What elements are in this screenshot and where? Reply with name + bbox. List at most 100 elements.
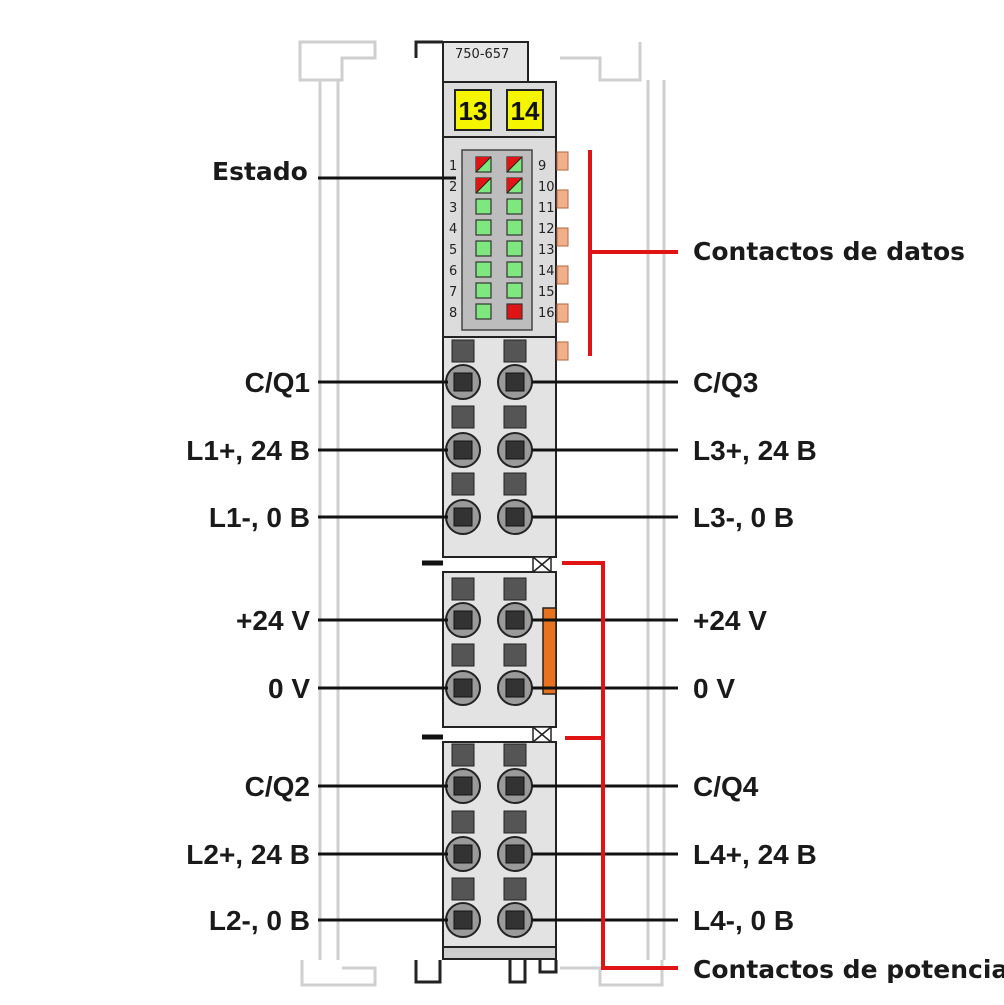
release-slot[interactable] xyxy=(451,405,475,429)
badge-14-text: 14 xyxy=(511,96,540,126)
release-slot[interactable] xyxy=(503,405,527,429)
data-contact xyxy=(556,227,569,247)
led-9 xyxy=(506,156,523,173)
power-contacts-label: Contactos de potencia xyxy=(693,955,1004,984)
terminal-clamp[interactable] xyxy=(497,602,533,638)
right-terminal-label: +24 V xyxy=(693,605,767,636)
right-terminal-label: L3-, 0 B xyxy=(693,502,794,533)
left-terminal-label: +24 V xyxy=(236,605,310,636)
terminal-clamp[interactable] xyxy=(445,768,481,804)
release-slot[interactable] xyxy=(503,472,527,496)
led-7 xyxy=(475,282,492,299)
release-slot[interactable] xyxy=(451,810,475,834)
led-6 xyxy=(475,261,492,278)
terminal-clamp[interactable] xyxy=(445,670,481,706)
led-13 xyxy=(506,240,523,257)
terminal-clamp[interactable] xyxy=(497,499,533,535)
power-jumper-contact xyxy=(542,607,557,695)
left-terminal-label: L2+, 24 B xyxy=(186,839,310,870)
release-slot[interactable] xyxy=(503,877,527,901)
terminal-clamp[interactable] xyxy=(497,836,533,872)
release-slot[interactable] xyxy=(503,643,527,667)
release-slot[interactable] xyxy=(451,472,475,496)
led-3 xyxy=(475,198,492,215)
led-8 xyxy=(475,303,492,320)
release-slot[interactable] xyxy=(503,339,527,363)
power-contacts-leader xyxy=(562,561,678,970)
release-slot[interactable] xyxy=(503,810,527,834)
right-terminal-label: C/Q3 xyxy=(693,367,758,398)
terminal-clamp[interactable] xyxy=(497,768,533,804)
terminal-clamp[interactable] xyxy=(497,364,533,400)
release-slot[interactable] xyxy=(503,577,527,601)
led-15 xyxy=(506,282,523,299)
badge-14: 14 xyxy=(506,89,544,131)
data-contact xyxy=(556,189,569,209)
release-slot[interactable] xyxy=(451,577,475,601)
terminal-clamp[interactable] xyxy=(497,670,533,706)
left-terminal-label: L2-, 0 B xyxy=(209,905,310,936)
left-terminal-label: L1-, 0 B xyxy=(209,502,310,533)
led-number: 6 xyxy=(449,264,457,279)
data-contacts-label: Contactos de datos xyxy=(693,237,965,266)
led-number: 12 xyxy=(538,222,555,237)
led-number: 9 xyxy=(538,159,546,174)
led-14 xyxy=(506,261,523,278)
terminal-clamp[interactable] xyxy=(445,364,481,400)
data-contact xyxy=(556,151,569,171)
terminal-clamp[interactable] xyxy=(445,836,481,872)
right-terminal-label: L3+, 24 B xyxy=(693,435,817,466)
led-number: 13 xyxy=(538,243,555,258)
data-contact xyxy=(556,303,569,323)
part-number: 750-657 xyxy=(455,47,509,62)
led-5 xyxy=(475,240,492,257)
release-slot[interactable] xyxy=(503,743,527,767)
led-number: 1 xyxy=(449,159,457,174)
terminal-clamp[interactable] xyxy=(497,902,533,938)
release-slot[interactable] xyxy=(451,339,475,363)
data-contacts xyxy=(556,151,569,361)
release-slot[interactable] xyxy=(451,877,475,901)
right-terminal-label: C/Q4 xyxy=(693,771,759,802)
terminal-block xyxy=(445,339,533,938)
terminal-clamp[interactable] xyxy=(445,499,481,535)
led-16 xyxy=(506,303,523,320)
led-number: 4 xyxy=(449,222,457,237)
led-number: 16 xyxy=(538,306,555,321)
left-terminal-label: C/Q2 xyxy=(245,771,310,802)
badge-13-text: 13 xyxy=(459,96,488,126)
release-slot[interactable] xyxy=(451,643,475,667)
release-slot[interactable] xyxy=(451,743,475,767)
status-label: Estado xyxy=(212,157,308,186)
led-number: 10 xyxy=(538,180,555,195)
led-number: 14 xyxy=(538,264,555,279)
terminal-clamp[interactable] xyxy=(497,432,533,468)
led-number: 7 xyxy=(449,285,457,300)
terminal-clamp[interactable] xyxy=(445,902,481,938)
terminal-clamp[interactable] xyxy=(445,602,481,638)
left-terminal-label: C/Q1 xyxy=(245,367,310,398)
led-number: 2 xyxy=(449,180,457,195)
din-rail-outline xyxy=(298,40,666,987)
right-terminal-label: 0 V xyxy=(693,673,735,704)
data-contact xyxy=(556,341,569,361)
left-terminal-label: L1+, 24 B xyxy=(186,435,310,466)
led-12 xyxy=(506,219,523,236)
data-contact xyxy=(556,265,569,285)
led-number: 15 xyxy=(538,285,555,300)
left-terminal-label: 0 V xyxy=(268,673,310,704)
led-4 xyxy=(475,219,492,236)
terminal-clamp[interactable] xyxy=(445,432,481,468)
led-2 xyxy=(475,177,492,194)
led-number: 3 xyxy=(449,201,457,216)
led-panel xyxy=(461,149,533,331)
right-terminal-label: L4-, 0 B xyxy=(693,905,794,936)
led-11 xyxy=(506,198,523,215)
led-number: 8 xyxy=(449,306,457,321)
led-10 xyxy=(506,177,523,194)
led-number: 11 xyxy=(538,201,555,216)
